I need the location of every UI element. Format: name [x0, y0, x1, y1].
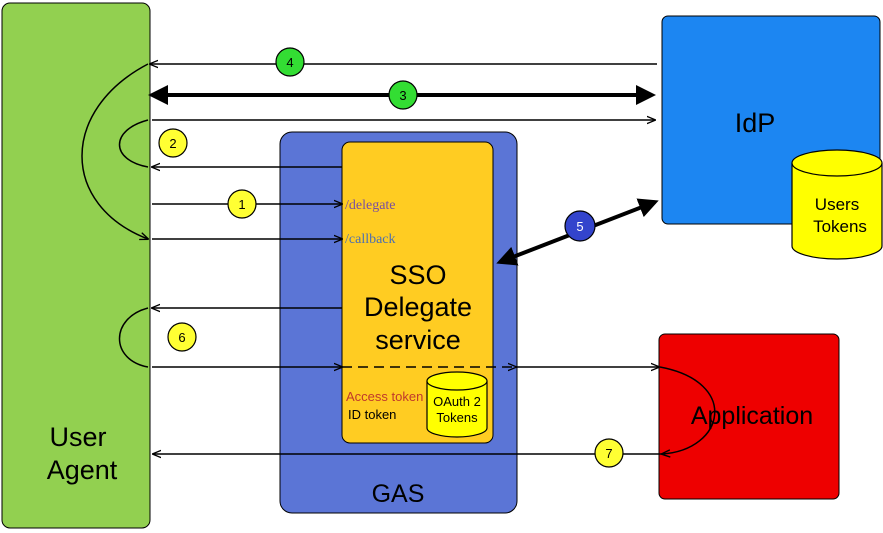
step-badge-7: 7	[594, 438, 624, 468]
svg-text:7: 7	[605, 446, 612, 461]
redirect-loop-6	[118, 307, 149, 368]
svg-text:4: 4	[286, 55, 293, 70]
svg-text:3: 3	[399, 88, 406, 103]
user-agent-label-line2: Agent	[47, 455, 118, 485]
svg-text:6: 6	[178, 330, 185, 345]
users-tokens-label-line2: Tokens	[813, 217, 867, 236]
idp-label: IdP	[735, 108, 776, 138]
step-badge-3: 3	[388, 80, 418, 110]
redirect-loop-large	[81, 63, 148, 239]
oauth2-tokens-label-line1: OAuth 2	[433, 394, 481, 409]
step-badge-1: 1	[227, 189, 257, 219]
application-loop	[659, 366, 716, 454]
step-badge-2: 2	[158, 128, 188, 158]
sso-label-line1: SSO	[389, 260, 446, 290]
sso-label-line2: Delegate	[364, 292, 472, 322]
application-label: Application	[691, 402, 813, 430]
step-badge-6: 6	[167, 322, 197, 352]
step-badge-4: 4	[275, 47, 305, 77]
application-box	[658, 333, 840, 500]
delegate-endpoint-label: /delegate	[345, 198, 396, 213]
svg-text:5: 5	[576, 219, 583, 234]
sso-label-line3: service	[375, 325, 461, 355]
svg-text:2: 2	[169, 136, 176, 151]
oauth2-tokens-label-line2: Tokens	[436, 410, 478, 425]
user-agent-box	[1, 2, 151, 529]
access-token-label: Access token	[346, 389, 423, 404]
step-badge-5: 5	[564, 210, 596, 242]
gas-label: GAS	[372, 480, 425, 508]
id-token-label: ID token	[348, 407, 396, 422]
users-tokens-database-icon	[791, 149, 883, 260]
redirect-loop-2	[118, 119, 149, 168]
oauth2-tokens-database-icon	[426, 371, 488, 438]
users-tokens-label-line1: Users	[815, 195, 859, 214]
callback-endpoint-label: /callback	[345, 232, 396, 247]
svg-text:1: 1	[238, 197, 245, 212]
user-agent-label-line1: User	[49, 422, 106, 452]
